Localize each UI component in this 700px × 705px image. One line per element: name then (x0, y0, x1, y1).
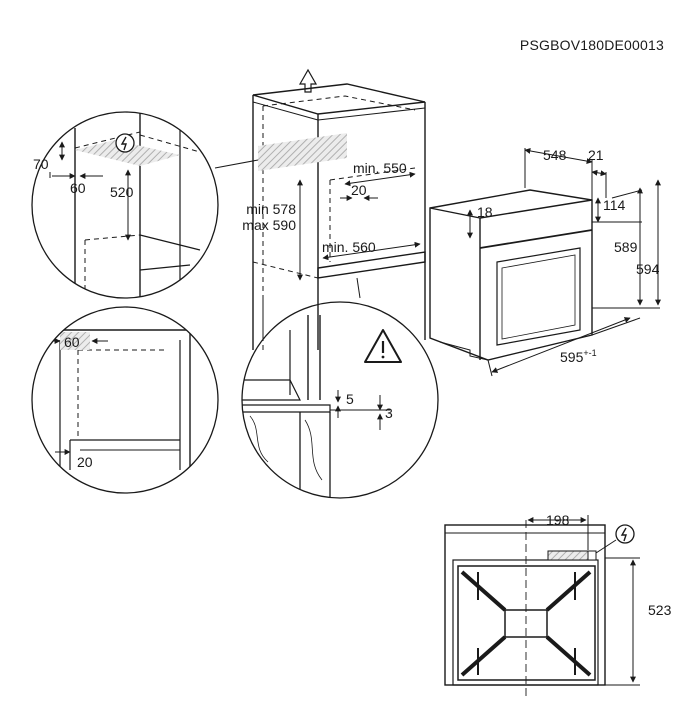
oven-top-view (444, 515, 640, 700)
warning-triangle-icon (364, 329, 402, 363)
oven-18-label: 18 (477, 204, 493, 220)
cabinet-min-550-label: min. 550 (353, 160, 407, 176)
detail-5-label: 5 (346, 391, 354, 407)
oven-548-label: 548 (543, 147, 567, 163)
top-view-523-label: 523 (648, 602, 672, 618)
cabinet-max-590-label: max 590 (242, 217, 296, 233)
detail-bl-60-label: 60 (64, 334, 80, 350)
oven-114-label: 114 (603, 197, 626, 213)
top-view-198-label: 198 (546, 512, 570, 528)
oven-595-label: 595+-1 (560, 348, 597, 365)
power-symbol-icon (115, 133, 135, 153)
detail-bottom-middle-circle (241, 301, 439, 499)
detail-520-label: 520 (110, 184, 134, 200)
detail-60-label: 60 (70, 180, 86, 196)
detail-3-label: 3 (385, 405, 393, 421)
top-view-power-symbol-icon (615, 524, 635, 544)
detail-bottom-middle: 5 3 (241, 301, 439, 499)
oven-21-label: 21 (588, 147, 604, 163)
oven-589-label: 589 (614, 239, 638, 255)
detail-bottom-left-circle (31, 306, 219, 494)
oven-drawing (429, 189, 593, 361)
cabinet-20-label: 20 (351, 182, 367, 198)
detail-top-left: 70 60 520 (31, 111, 219, 299)
detail-top-left-circle (31, 111, 219, 299)
cabinet-min-578-label: min 578 (246, 201, 296, 217)
detail-70-label: 70 (33, 156, 49, 172)
detail-bl-20-label: 20 (77, 454, 93, 470)
cabinet-min-560-label: min. 560 (322, 239, 376, 255)
document-code: PSGBOV180DE00013 (520, 37, 664, 53)
oven-594-label: 594 (636, 261, 660, 277)
detail-bottom-left: 60 20 (31, 306, 219, 494)
